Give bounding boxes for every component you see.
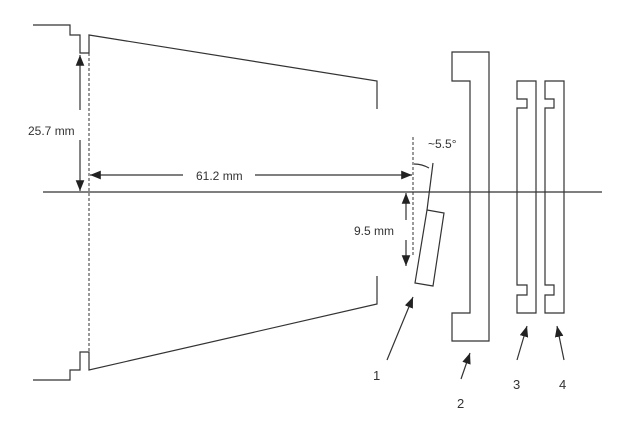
angle-arc bbox=[413, 163, 430, 169]
tilt-angle-label: ~5.5° bbox=[428, 137, 457, 151]
aperture-height-label: 25.7 mm bbox=[28, 124, 75, 138]
part-label-2: 2 bbox=[457, 396, 464, 411]
dimension-aperture-height: 25.7 mm bbox=[28, 55, 85, 191]
callout-2: 2 bbox=[457, 352, 471, 411]
dimension-offset: 9.5 mm bbox=[354, 193, 411, 266]
dimension-length: 61.2 mm bbox=[90, 169, 412, 183]
part-label-3: 3 bbox=[513, 377, 520, 392]
callout-3: 3 bbox=[513, 325, 529, 392]
part-label-1: 1 bbox=[373, 368, 380, 383]
callout-4: 4 bbox=[554, 325, 566, 392]
tilted-element-1: ~5.5° bbox=[413, 137, 457, 287]
callout-1: 1 bbox=[373, 296, 414, 383]
element-2 bbox=[451, 51, 490, 342]
element-4 bbox=[544, 80, 565, 314]
length-label: 61.2 mm bbox=[196, 169, 243, 183]
part-label-4: 4 bbox=[559, 377, 566, 392]
housing-cone bbox=[33, 24, 378, 381]
offset-label: 9.5 mm bbox=[354, 224, 394, 238]
element-3 bbox=[516, 80, 537, 314]
